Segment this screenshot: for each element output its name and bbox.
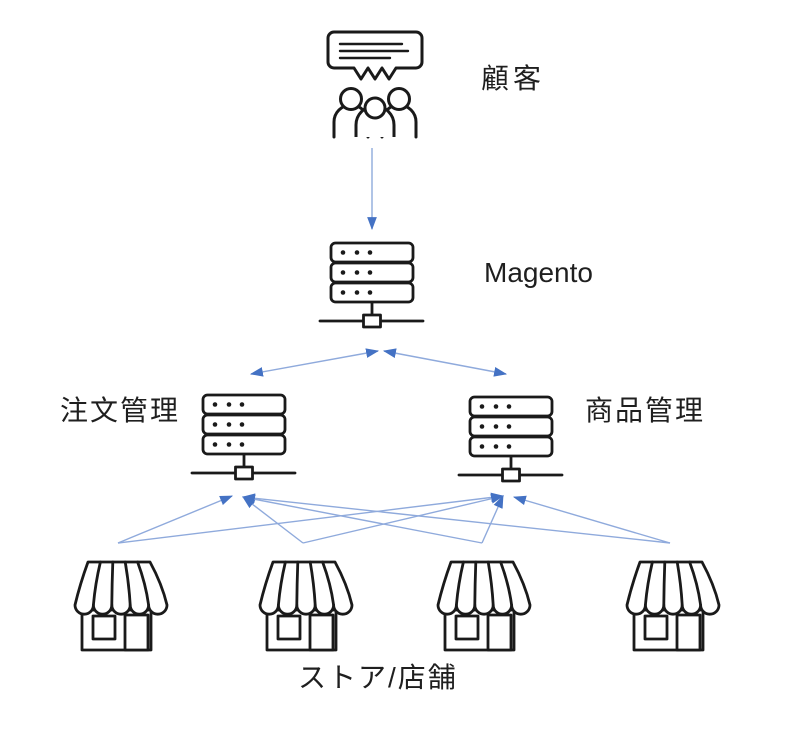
storefront-icon-2 [258, 560, 354, 652]
arrow-store3-to-product [481, 495, 504, 544]
arrow-store4-to-product [512, 495, 671, 544]
server-icon-order-management [190, 393, 297, 481]
product-management-label: 商品管理 [585, 395, 706, 426]
storefront-icon-3 [436, 560, 532, 652]
arrow-magento-product-two-way [382, 348, 508, 377]
storefront-icon-1 [73, 560, 169, 652]
magento-label: Magento [484, 257, 593, 288]
customer-label: 顧客 [481, 63, 546, 94]
storefront-icon-4 [625, 560, 721, 652]
server-icon-magento [318, 241, 425, 329]
arrow-store1-to-order [117, 495, 234, 544]
arrow-store2-to-product [302, 493, 505, 544]
server-icon-product-management [457, 395, 564, 483]
people-speech-bubble-icon [326, 30, 424, 139]
arrow-store4-to-order [241, 493, 671, 544]
arrow-store1-to-product [117, 492, 505, 544]
stores-label: ストア/店舗 [298, 662, 458, 693]
arrow-magento-order-two-way [249, 348, 380, 377]
arrow-store2-to-order [242, 496, 304, 544]
arrow-store3-to-order [241, 494, 483, 544]
order-management-label: 注文管理 [60, 395, 181, 426]
